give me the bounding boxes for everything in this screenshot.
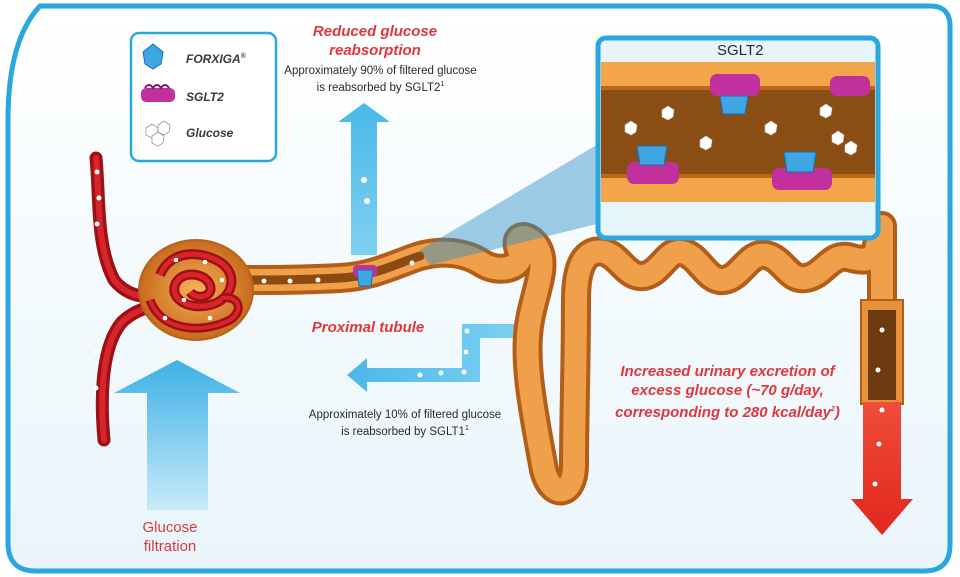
zoom-cone — [420, 140, 605, 265]
reduced-reabsorption-label: Reduced glucose reabsorption — [312, 23, 438, 59]
urinary-excretion-label: Increased urinary excretion of excess gl… — [615, 363, 840, 421]
sglt2-icon — [141, 84, 175, 102]
zoom-panel — [595, 35, 881, 241]
registered-mark: ® — [240, 53, 246, 60]
zoom-panel-title: SGLT2 — [717, 42, 764, 59]
glucose-filtration-label: Glucose filtration — [142, 519, 198, 555]
glomerulus — [138, 239, 254, 341]
glucose-icon — [145, 120, 171, 147]
legend-glucose-label: Glucose — [186, 126, 234, 140]
tubule — [217, 211, 897, 506]
sglt2-on-tubule-icon — [353, 265, 377, 287]
sglt1-reabsorption-note: Approximately 10% of filtered glucose is… — [308, 409, 502, 438]
proximal-tubule-label: Proximal tubule — [311, 319, 425, 336]
legend-forxiga-label: FORXIGA® — [186, 52, 246, 66]
sglt1-left-arrow — [347, 324, 522, 392]
glucose-filtration-arrow — [114, 360, 240, 510]
sglt2-reabsorption-note: Approximately 90% of filtered glucose is… — [284, 65, 477, 94]
forxiga-icon — [142, 43, 164, 70]
sglt1-glucose-particles — [417, 328, 470, 378]
vessel-glucose-particles — [93, 169, 102, 391]
reabsorption-glucose-particles — [361, 177, 370, 204]
tubule-glucose-particles — [261, 260, 415, 284]
legend-box — [129, 31, 278, 163]
excretion-arrow — [851, 402, 913, 535]
legend-sglt2-label: SGLT2 — [186, 90, 224, 104]
